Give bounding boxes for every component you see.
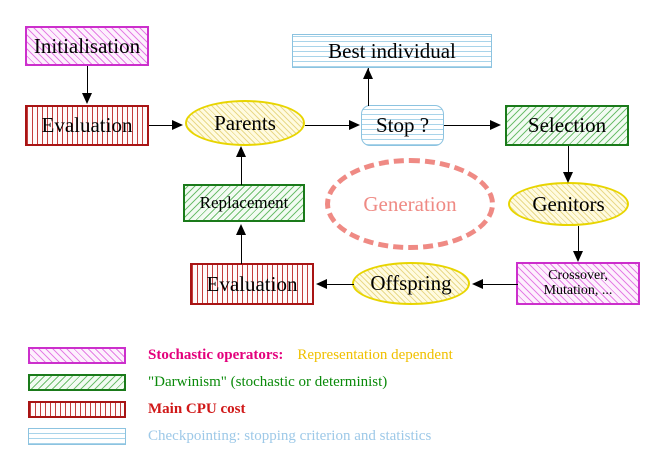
legend-row: Checkpointing: stopping criterion and st…: [28, 425, 431, 447]
legend-label-checkpointing: Checkpointing: stopping criterion and st…: [148, 427, 432, 444]
edge-replacement-to-parents: [241, 154, 242, 185]
legend-label-main-cpu-cost: Main CPU cost: [148, 400, 246, 417]
legend-swatch-main-cpu-cost: [28, 400, 126, 418]
node-evaluation-top[interactable]: Evaluation: [25, 105, 149, 146]
node-initialisation[interactable]: Initialisation: [25, 26, 149, 66]
node-replacement[interactable]: Replacement: [183, 184, 305, 222]
legend-row: Main CPU cost: [28, 398, 246, 420]
edge-parents-to-stop-arrow: [349, 120, 360, 130]
node-genitors[interactable]: Genitors: [508, 182, 629, 226]
node-selection[interactable]: Selection: [505, 105, 629, 146]
edge-stop-to-best-individual-arrow: [363, 68, 373, 79]
node-offspring[interactable]: Offspring: [352, 262, 470, 305]
edge-genitors-to-crossover-arrow: [573, 251, 583, 262]
edge-evaluation-to-parents-arrow: [172, 120, 183, 130]
node-crossover-mutation[interactable]: Crossover, Mutation, ...: [516, 262, 640, 305]
node-generation-loop: Generation: [325, 158, 495, 250]
node-parents[interactable]: Parents: [185, 100, 305, 146]
edge-evaluation-to-replacement: [241, 232, 242, 264]
edge-replacement-to-parents-arrow: [236, 146, 246, 157]
edge-crossover-to-offspring-arrow: [472, 279, 483, 289]
legend-swatch-darwinism: [28, 373, 126, 391]
edge-stop-to-selection-arrow: [490, 120, 501, 130]
node-best-individual[interactable]: Best individual: [292, 34, 492, 68]
edge-selection-to-genitors: [568, 146, 569, 176]
node-evaluation-bottom-label: Evaluation: [206, 271, 298, 296]
edge-selection-to-genitors-arrow: [563, 172, 573, 183]
edge-evaluation-to-replacement-arrow: [236, 224, 246, 235]
legend-swatch-checkpointing: [28, 427, 126, 445]
node-stop-label: Stop ?: [375, 113, 430, 138]
legend-text-secondary: Representation dependent: [297, 346, 453, 363]
edge-crossover-to-offspring: [478, 284, 518, 285]
legend-row: "Darwinism" (stochastic or determinist): [28, 371, 387, 393]
node-initialisation-label: Initialisation: [33, 33, 141, 58]
node-selection-label: Selection: [527, 113, 607, 138]
edge-offspring-to-evaluation: [322, 284, 354, 285]
node-best-individual-label: Best individual: [328, 38, 456, 63]
node-generation-label: Generation: [363, 191, 457, 216]
legend-label-darwinism: "Darwinism" (stochastic or determinist): [148, 373, 388, 390]
edge-genitors-to-crossover: [578, 226, 579, 256]
legend-row: Stochastic operators: Representation depe…: [28, 344, 453, 366]
node-offspring-label: Offspring: [370, 271, 452, 296]
node-crossover-mutation-label: Crossover, Mutation, ...: [543, 267, 613, 298]
node-replacement-label: Replacement: [199, 193, 289, 213]
edge-offspring-to-evaluation-arrow: [316, 279, 327, 289]
node-parents-label: Parents: [214, 110, 276, 135]
edge-initialisation-to-evaluation-arrow: [82, 93, 92, 104]
edge-initialisation-to-evaluation: [87, 66, 88, 96]
edge-stop-to-selection: [444, 125, 494, 126]
edge-evaluation-to-parents: [149, 125, 179, 126]
node-evaluation-bottom[interactable]: Evaluation: [190, 263, 314, 305]
legend-swatch-stochastic-operators: [28, 346, 126, 364]
legend-text-primary: Stochastic operators:: [148, 346, 284, 363]
legend-label-stochastic-operators: Stochastic operators: Representation depe…: [148, 347, 453, 364]
node-genitors-label: Genitors: [532, 191, 605, 216]
edge-parents-to-stop: [305, 125, 355, 126]
node-evaluation-top-label: Evaluation: [41, 113, 133, 138]
node-stop[interactable]: Stop ?: [361, 105, 444, 146]
edge-stop-to-best-individual: [368, 68, 369, 106]
